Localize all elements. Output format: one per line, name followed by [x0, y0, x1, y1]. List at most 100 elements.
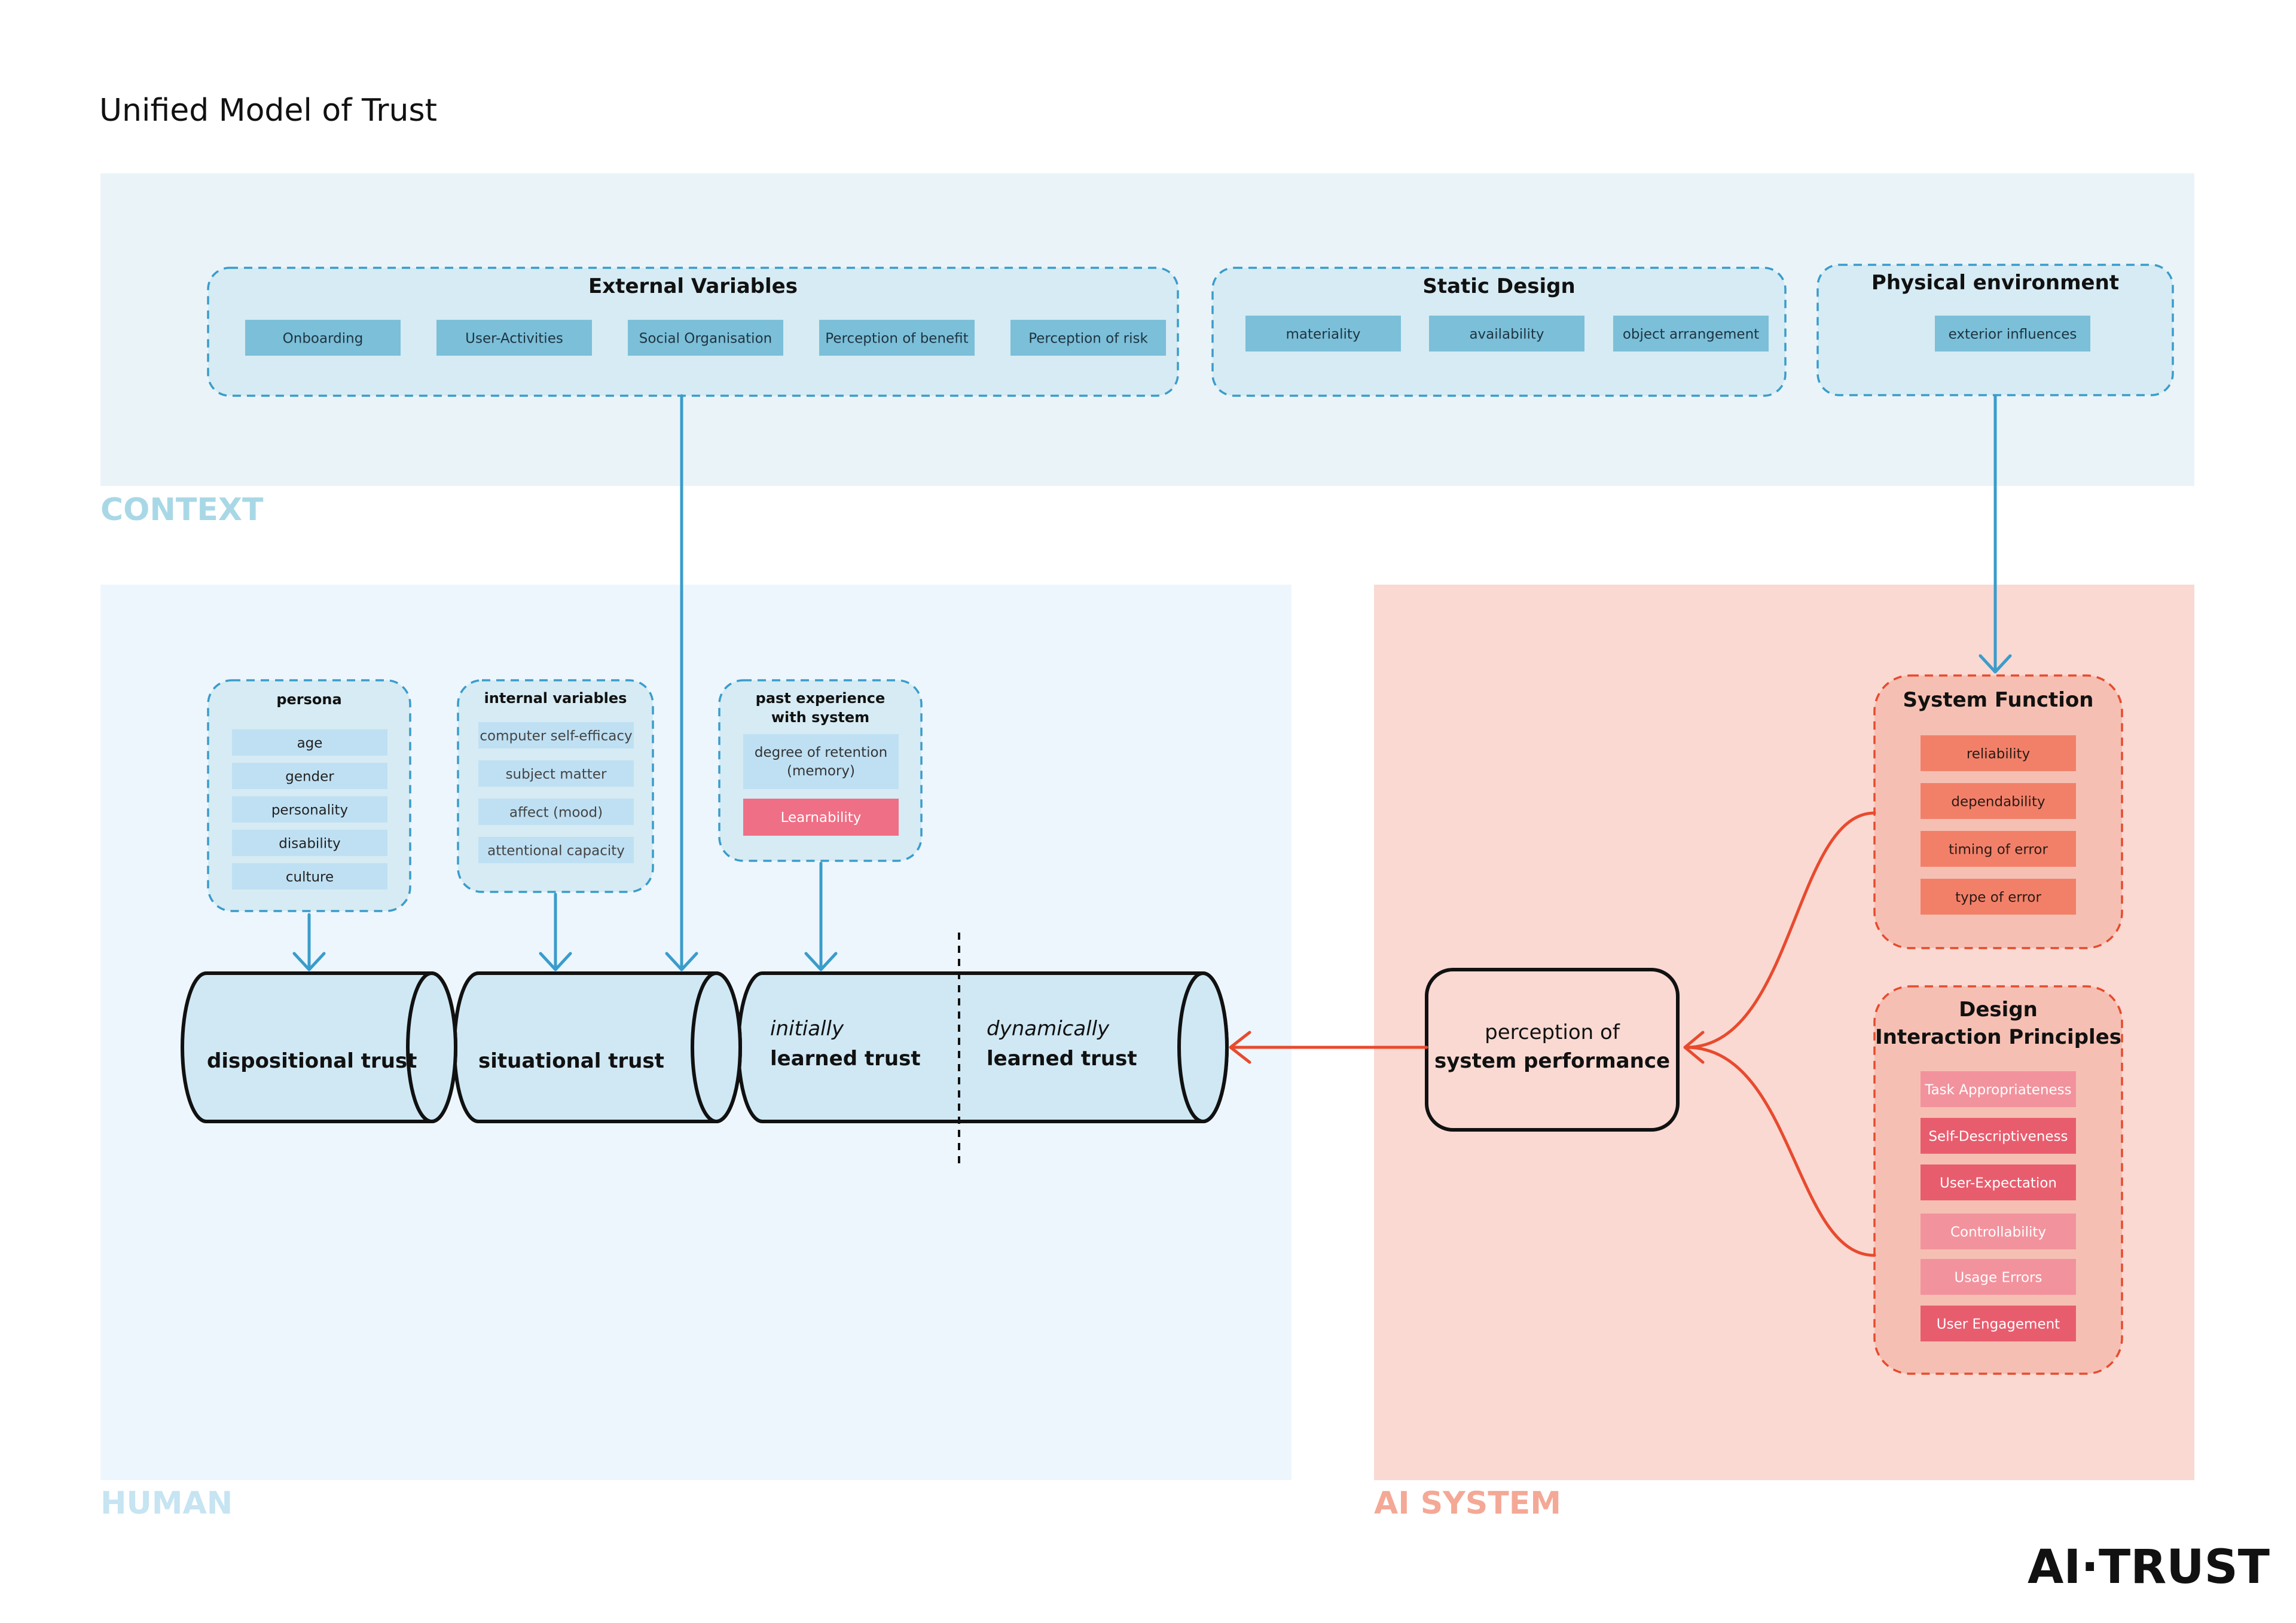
static-design-chip-label: object arrangement [1623, 326, 1759, 342]
perception-line2: system performance [1434, 1049, 1670, 1073]
external-variable-chip-label: User-Activities [465, 331, 563, 346]
external-variable-chip [628, 320, 783, 356]
perception-arrowhead [1683, 1031, 1705, 1064]
internal-arrowhead [539, 952, 572, 971]
retention-line2: (memory) [787, 763, 855, 779]
system-function-chip-label: dependability [1951, 794, 2045, 809]
persona-chip-label: disability [279, 836, 340, 851]
dynamically-learned-label: learned trust [987, 1047, 1137, 1071]
ai-connectors [1229, 811, 1876, 1257]
static-design-title: Static Design [1422, 274, 1575, 298]
situational-trust-label: situational trust [478, 1049, 664, 1073]
past-experience-title-line2: with system [771, 709, 869, 726]
physical-environment-title: Physical environment [1871, 271, 2119, 295]
system-function-chip [1921, 783, 2076, 819]
physical-environment-chip-label: exterior influences [1949, 326, 2077, 342]
design-principle-chip-label: Self-Descriptiveness [1928, 1129, 2068, 1144]
persona-chip-label: personality [271, 802, 348, 818]
design-title-line1: Design [1959, 998, 2038, 1022]
design-to-perception-curve [1684, 1046, 1876, 1257]
external-variables-group: External Variables Onboarding User-Activi… [207, 267, 1179, 397]
design-principle-chip-label: User-Expectation [1940, 1175, 2057, 1191]
persona-group: persona age gender personality disability cu… [207, 679, 411, 912]
system-function-chip [1921, 879, 2076, 915]
external-variable-chip [1010, 320, 1166, 356]
ai-system-label: AI SYSTEM [1374, 1486, 1561, 1521]
initially-label: initially [770, 1017, 844, 1041]
design-principle-chip [1921, 1214, 2076, 1249]
system-function-chip [1921, 831, 2076, 867]
design-principle-chip [1921, 1164, 2076, 1200]
physical-environment-group: Physical environment exterior influences [1816, 264, 2174, 396]
static-design-chip [1429, 316, 1584, 352]
design-principle-chip [1921, 1118, 2076, 1154]
physical-environment-chip [1935, 316, 2090, 352]
internal-variable-chip [478, 722, 634, 748]
design-title-line2: Interaction Principles [1875, 1025, 2121, 1049]
static-design-chip [1613, 316, 1769, 352]
design-principle-chip [1921, 1071, 2076, 1107]
system-function-group: System Function reliability dependability… [1873, 674, 2123, 949]
design-principle-chip-label: Usage Errors [1954, 1270, 2042, 1285]
learnability-label: Learnability [781, 810, 862, 826]
design-principle-chip-label: Task Appropriateness [1924, 1082, 2071, 1098]
persona-chip-label: culture [286, 869, 334, 885]
static-design-chip [1245, 316, 1401, 352]
learned-trust-cylinder-end [1177, 971, 1229, 1123]
trust-cylinders [181, 971, 1229, 1123]
internal-variables-title: internal variables [484, 690, 627, 707]
persona-chip [232, 796, 387, 823]
internal-variable-chip [478, 760, 634, 787]
retention-chip [743, 734, 899, 789]
external-variable-chip [819, 320, 975, 356]
static-design-chip-label: availability [1469, 326, 1544, 342]
learnability-chip [743, 799, 899, 836]
internal-variables-group: internal variables computer self-efficac… [457, 679, 654, 893]
perception-box: perception of system performance [1425, 968, 1680, 1132]
external-variables-title: External Variables [588, 274, 798, 298]
perception-line1: perception of [1485, 1020, 1620, 1044]
design-principle-chip [1921, 1259, 2076, 1295]
past-experience-title-line1: past experience [756, 690, 886, 707]
dispositional-trust-label: dispositional trust [207, 1049, 417, 1073]
retention-line1: degree of retention [755, 745, 887, 760]
initially-learned-label: learned trust [770, 1047, 921, 1071]
external-variable-chip-label: Perception of benefit [825, 331, 968, 346]
system-function-chip-label: type of error [1955, 890, 2041, 905]
static-design-group: Static Design materiality availability obj… [1211, 267, 1787, 397]
dispositional-trust-cylinder-end [406, 971, 457, 1123]
internal-variable-chip-label: computer self-efficacy [480, 728, 632, 744]
system-function-title: System Function [1903, 688, 2093, 712]
page-title: Unified Model of Trust [99, 93, 437, 129]
persona-chip-label: age [297, 735, 323, 751]
design-principle-chip [1921, 1306, 2076, 1341]
ai-trust-logo: AI·TRUST [2028, 1541, 2270, 1594]
past-experience-arrowhead [804, 952, 838, 971]
internal-variable-chip [478, 799, 634, 825]
external-variable-chip-label: Social Organisation [639, 331, 772, 346]
persona-title: persona [276, 691, 341, 708]
context-label: CONTEXT [100, 492, 264, 528]
external-variable-chip-label: Perception of risk [1028, 331, 1148, 346]
external-variable-chip [245, 320, 401, 356]
internal-variable-chip-label: subject matter [506, 766, 607, 782]
static-design-chip-label: materiality [1286, 326, 1360, 342]
human-label: HUMAN [100, 1486, 233, 1521]
design-principle-chip-label: Controllability [1950, 1224, 2046, 1240]
system-function-chip [1921, 735, 2076, 771]
context-connectors [292, 394, 2012, 971]
external-arrowhead [665, 952, 698, 971]
persona-chip-label: gender [285, 769, 334, 784]
situational-trust-cylinder-end [691, 971, 742, 1123]
physical-arrowhead [1979, 654, 2012, 674]
function-to-perception-curve [1684, 811, 1876, 1049]
internal-variable-chip-label: attentional capacity [487, 843, 625, 858]
system-function-chip-label: reliability [1967, 746, 2030, 762]
persona-chip [232, 863, 387, 890]
persona-chip [232, 830, 387, 856]
external-variable-chip [436, 320, 592, 356]
external-variable-chip-label: Onboarding [283, 331, 364, 346]
system-function-chip-label: timing of error [1949, 842, 2048, 857]
trust-arrowhead [1229, 1031, 1251, 1064]
